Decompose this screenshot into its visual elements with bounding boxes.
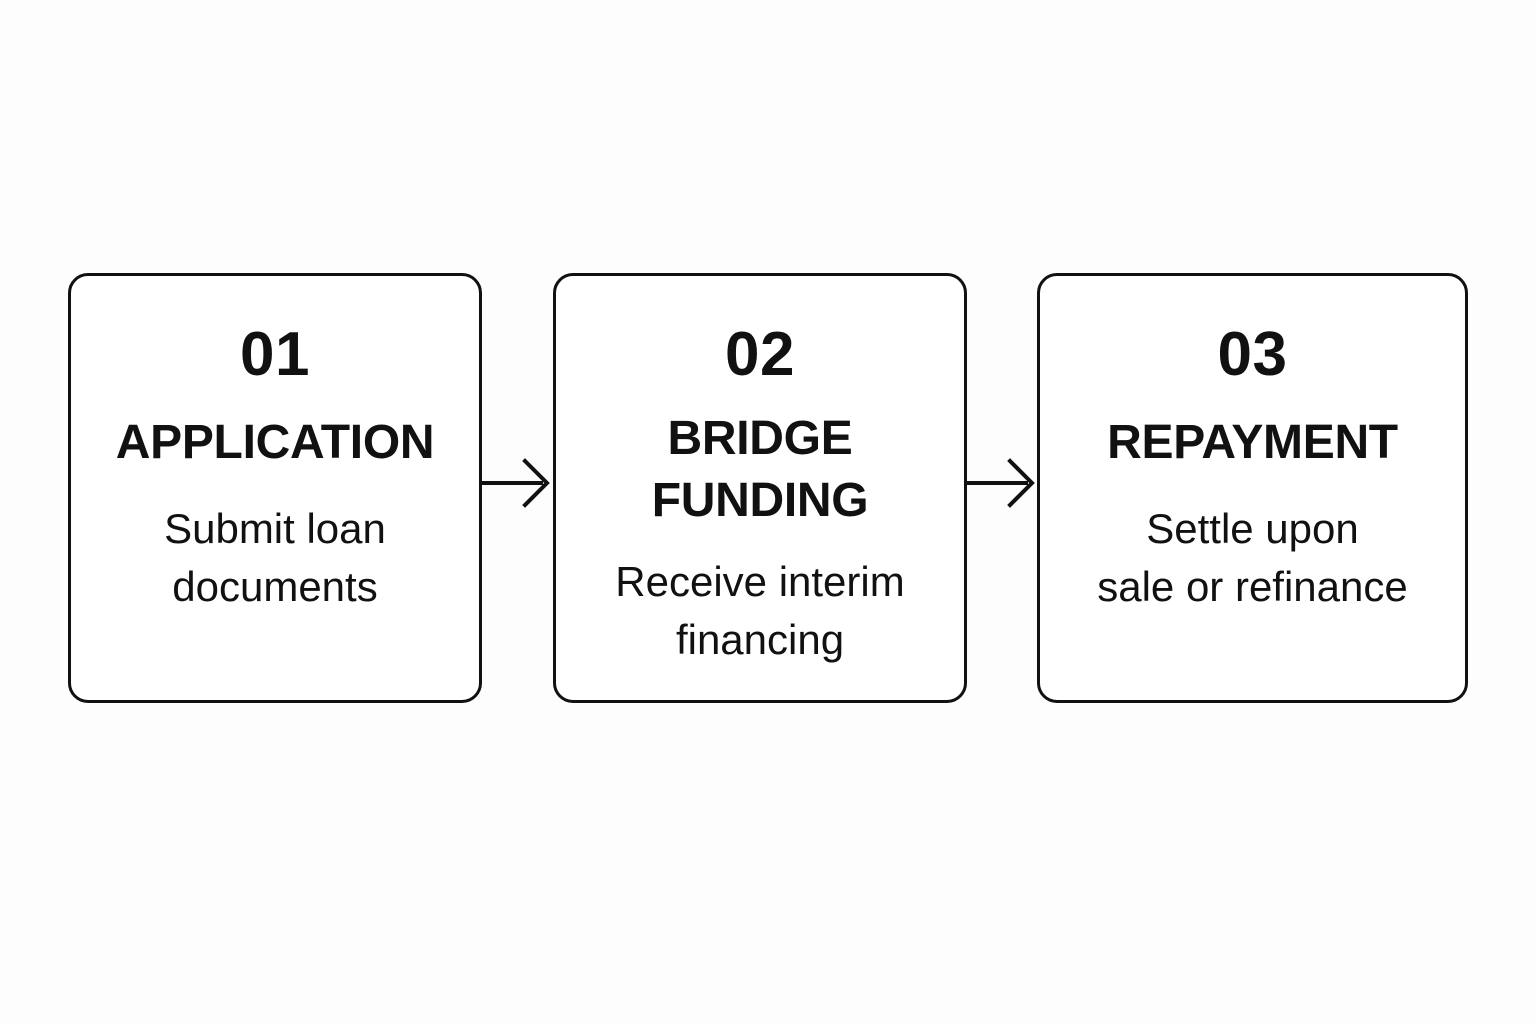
step-description: Submit loan documents (164, 505, 386, 611)
step-card-01[interactable]: 01 APPLICATION Submit loan documents (68, 273, 482, 703)
arrow-right-icon (966, 453, 1038, 513)
step-description: Settle upon sale or refinance (1097, 505, 1408, 611)
step-number: 03 (1217, 320, 1288, 389)
step-description: Receive interim financing (615, 557, 905, 663)
step-number: 02 (725, 320, 795, 389)
step-title: APPLICATION (115, 416, 435, 469)
step-title: REPAYMENT (1107, 416, 1398, 469)
step-card-03[interactable]: 03 REPAYMENT Settle upon sale or refinan… (1037, 273, 1468, 703)
step-number: 01 (240, 320, 310, 389)
arrow-right-icon (481, 453, 553, 513)
step-card-02[interactable]: 02 BRIDGE FUNDING Receive interim financ… (553, 273, 967, 703)
step-title: BRIDGE FUNDING (651, 412, 869, 528)
